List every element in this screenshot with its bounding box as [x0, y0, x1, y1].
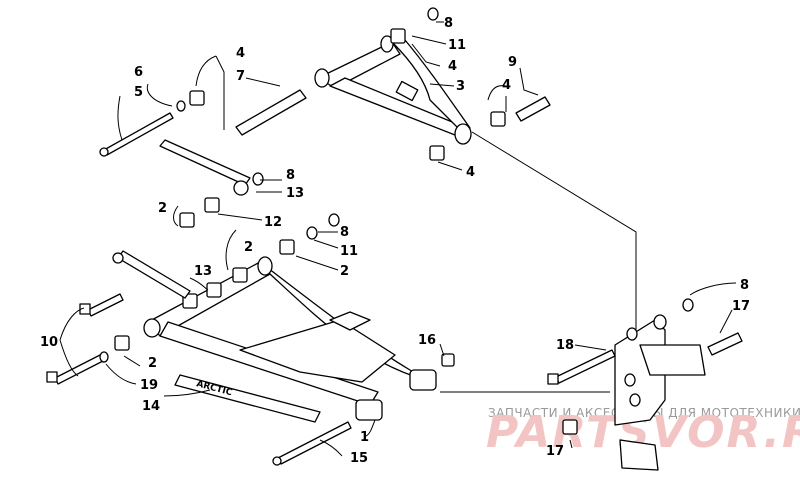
- upper-left-bushing-4: [176, 90, 205, 112]
- callout-14: 14: [142, 399, 160, 414]
- nut-16: [441, 353, 455, 367]
- callout-8-top: 8: [444, 16, 453, 31]
- callout-3: 3: [456, 79, 465, 94]
- callout-2-upper: 2: [158, 201, 167, 216]
- callout-12: 12: [264, 215, 282, 230]
- callout-15: 15: [350, 451, 368, 466]
- stabilizer-link-upper: [159, 139, 264, 196]
- callout-10: 10: [40, 335, 58, 350]
- lower-bushings: [114, 213, 340, 351]
- callout-8-lower: 8: [340, 225, 349, 240]
- callout-4-left: 4: [236, 46, 245, 61]
- callout-13-lower: 13: [194, 264, 212, 279]
- callout-17-lower: 17: [546, 444, 564, 459]
- bushing-17-lower: [562, 419, 578, 435]
- callout-18: 18: [556, 338, 574, 353]
- callout-9: 9: [508, 55, 517, 70]
- callout-6: 6: [134, 65, 143, 80]
- callout-11-top: 11: [448, 38, 466, 53]
- callout-4-lower: 4: [466, 165, 475, 180]
- upper-bushing-4-top: [390, 7, 439, 44]
- callout-19: 19: [140, 378, 158, 393]
- stabilizer-link-lower: [112, 250, 191, 299]
- callout-5: 5: [134, 85, 143, 100]
- bolt-5: [99, 112, 174, 157]
- callout-2-mid: 2: [244, 240, 253, 255]
- bolt-10-lower: [46, 351, 109, 385]
- callout-8-mid: 8: [286, 168, 295, 183]
- callout-labels: 8 11 4 3 4 9 4 4 7 6 5 8 13 2 12 2 8 11 …: [40, 16, 750, 466]
- bolt-18: [547, 349, 616, 385]
- bolt-15: [272, 421, 352, 466]
- callout-4-right: 4: [502, 78, 511, 93]
- callout-16: 16: [418, 333, 436, 348]
- upper-bushing-4-lower: [429, 145, 445, 161]
- leader-lines: [59, 21, 737, 457]
- upper-bushing-4-right: [490, 111, 506, 127]
- nut-8-spindle: [682, 298, 694, 312]
- sleeve-17-upper: [707, 332, 743, 356]
- callout-11-lower: 11: [340, 244, 358, 259]
- callout-1: 1: [360, 430, 369, 445]
- lower-a-arm: [143, 256, 437, 421]
- callout-4-upper: 4: [448, 59, 457, 74]
- callout-13-upper: 13: [286, 186, 304, 201]
- sleeve-9: [515, 96, 551, 122]
- callout-7: 7: [236, 69, 245, 84]
- spindle-knuckle: [614, 314, 706, 471]
- bolt-10-upper: [79, 293, 124, 317]
- callout-2-left: 2: [148, 356, 157, 371]
- callout-17-upper: 17: [732, 299, 750, 314]
- callout-8-spindle: 8: [740, 278, 749, 293]
- callout-2-right: 2: [340, 264, 349, 279]
- sleeve-7: [235, 89, 307, 136]
- bushings-2-13-upper: [179, 197, 220, 228]
